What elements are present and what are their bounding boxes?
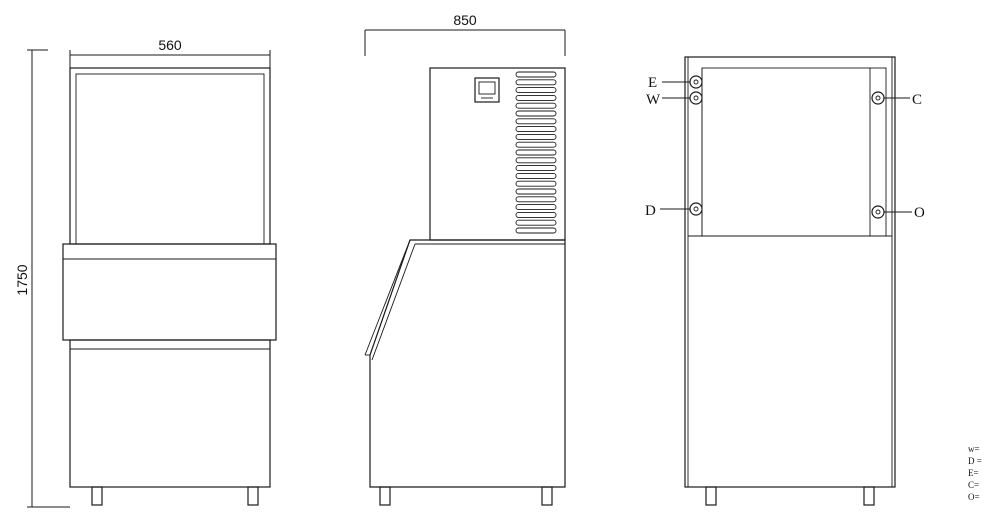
port-o: O	[871, 205, 925, 221]
port-c: C	[871, 91, 922, 108]
control-display-screen	[478, 81, 496, 95]
front-foot-left	[91, 486, 103, 506]
vent-louver	[515, 94, 557, 101]
port-w: W	[646, 91, 703, 108]
vent-louver	[515, 188, 557, 195]
rear-outer-frame	[684, 56, 896, 488]
side-slope-outer	[364, 239, 411, 356]
port-e-label: E	[648, 75, 657, 91]
front-view: 560 1750	[14, 37, 277, 508]
side-foot-right	[541, 486, 553, 506]
port-o-label: O	[914, 205, 925, 221]
rear-view: E W C D O	[645, 56, 925, 506]
vent-louver	[515, 118, 557, 125]
vent-louver	[515, 71, 557, 78]
control-display-outer	[474, 77, 500, 103]
legend-e: E=	[968, 468, 979, 478]
front-middle-band	[62, 243, 277, 341]
vent-louver	[515, 219, 557, 226]
port-w-label: W	[646, 92, 661, 108]
vent-louvers	[515, 71, 557, 234]
vent-louver	[515, 211, 557, 218]
side-upper-unit	[429, 67, 566, 241]
front-foot-right	[247, 486, 259, 506]
vent-louver	[515, 141, 557, 148]
side-lower-cabinet	[369, 239, 566, 488]
side-slope-inner	[371, 243, 416, 361]
vent-louver	[515, 79, 557, 86]
port-d: D	[645, 202, 703, 219]
vent-louver	[515, 196, 557, 203]
side-foot-left	[379, 486, 391, 506]
vent-louver	[515, 227, 557, 234]
port-e: E	[648, 75, 703, 91]
vent-louver	[515, 157, 557, 164]
vent-louver	[515, 126, 557, 133]
vent-louver	[515, 110, 557, 117]
legend-o: O=	[968, 492, 980, 502]
rear-foot-left	[705, 486, 717, 506]
front-upper-panel-outer	[69, 67, 271, 245]
vent-louver	[515, 204, 557, 211]
vent-louver	[515, 133, 557, 140]
vent-louver	[515, 87, 557, 94]
width-dimension-label: 560	[158, 37, 182, 53]
side-view: 850	[364, 12, 566, 506]
front-lower-cabinet	[69, 339, 271, 488]
vent-louver	[515, 149, 557, 156]
rear-foot-right	[863, 486, 875, 506]
vent-louver	[515, 172, 557, 179]
depth-dimension-label: 850	[453, 12, 477, 28]
legend-c: C=	[968, 480, 979, 490]
height-dimension-label: 1750	[14, 264, 30, 295]
vent-louver	[515, 180, 557, 187]
front-upper-panel-inner	[75, 73, 265, 245]
vent-louver	[515, 165, 557, 172]
legend: w= D = E= C= O=	[968, 444, 982, 502]
legend-d: D =	[968, 456, 982, 466]
rear-upper-panel	[701, 67, 887, 237]
vent-louver	[515, 102, 557, 109]
port-d-label: D	[645, 203, 656, 219]
legend-w: w=	[968, 444, 980, 454]
port-c-label: C	[912, 92, 922, 108]
